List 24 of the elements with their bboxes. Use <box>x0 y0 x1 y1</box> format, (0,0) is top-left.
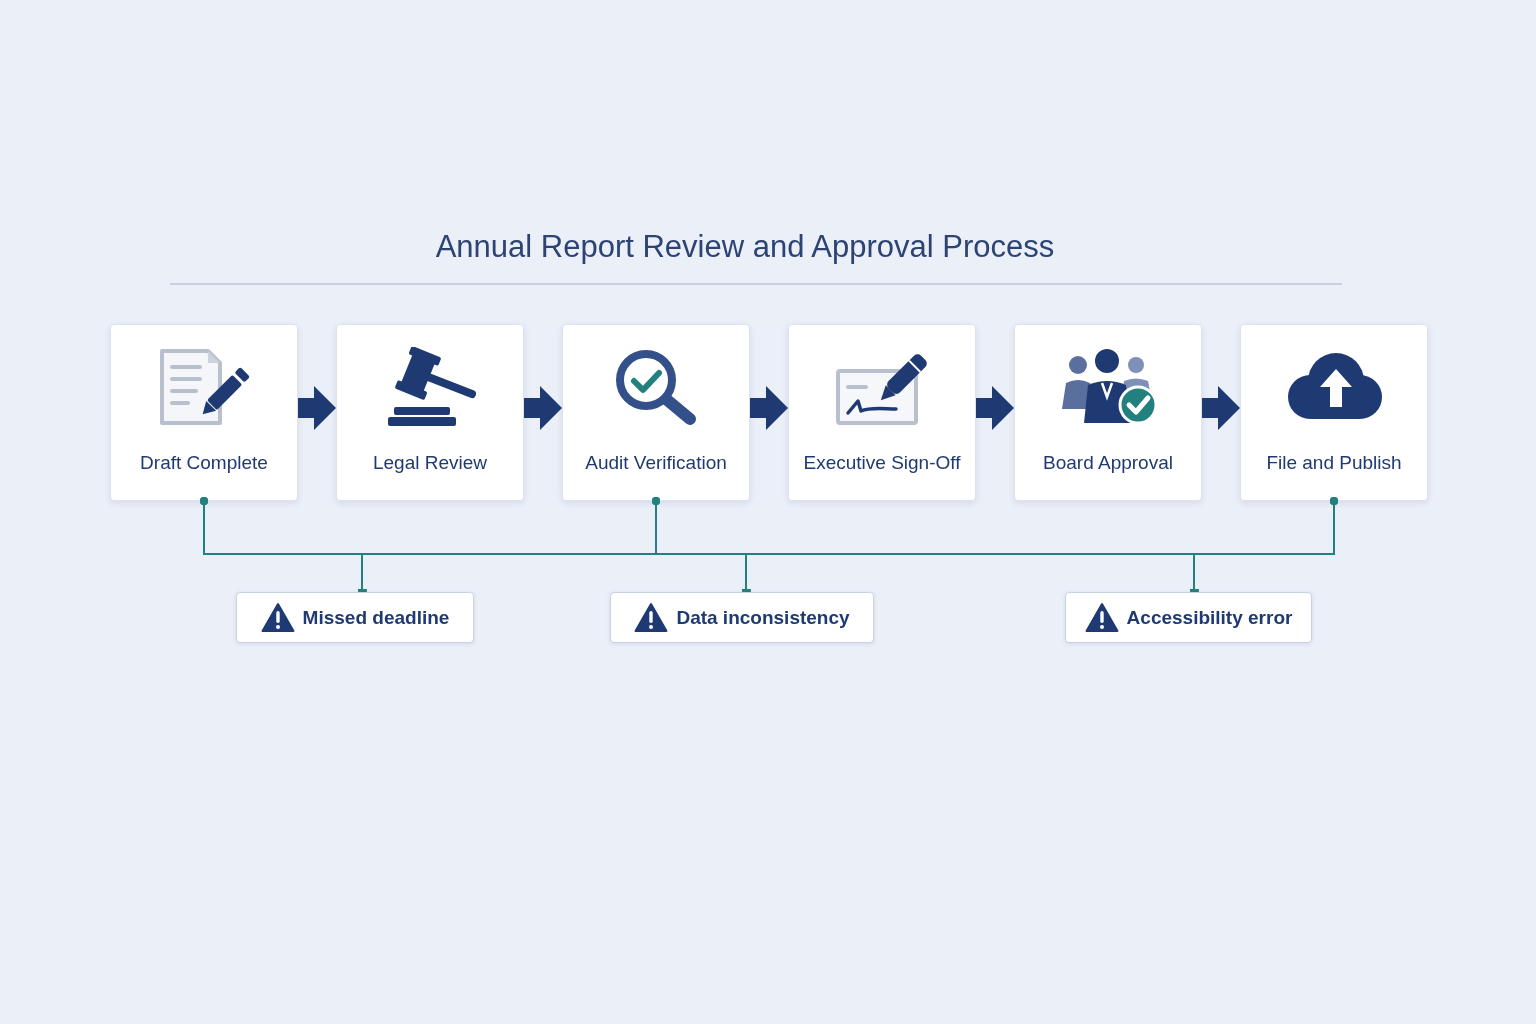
warning-card <box>1065 592 1312 643</box>
step-label: Executive Sign-Off <box>802 451 962 475</box>
block-arrow <box>1202 386 1240 430</box>
process-step-card <box>110 324 298 501</box>
process-step-card <box>1240 324 1428 501</box>
warning-text: Accessibility error <box>1126 606 1293 629</box>
step-label: Draft Complete <box>139 451 269 475</box>
warning-text: Data inconsistency <box>676 606 850 629</box>
step-label: File and Publish <box>1265 451 1403 475</box>
process-step-card <box>788 324 976 501</box>
block-arrow <box>750 386 788 430</box>
step-label: Legal Review <box>371 451 489 475</box>
block-arrow <box>298 386 336 430</box>
diagram-title: Annual Report Review and Approval Process <box>435 228 1055 266</box>
warning-text: Missed deadline <box>302 606 450 629</box>
process-step-card <box>562 324 750 501</box>
process-step-card <box>336 324 524 501</box>
step-label: Board Approval <box>1042 451 1174 475</box>
process-step-card <box>1014 324 1202 501</box>
block-arrow <box>524 386 562 430</box>
warning-card <box>610 592 874 643</box>
step-label: Audit Verification <box>584 451 728 475</box>
block-arrow <box>976 386 1014 430</box>
warning-card <box>236 592 474 643</box>
